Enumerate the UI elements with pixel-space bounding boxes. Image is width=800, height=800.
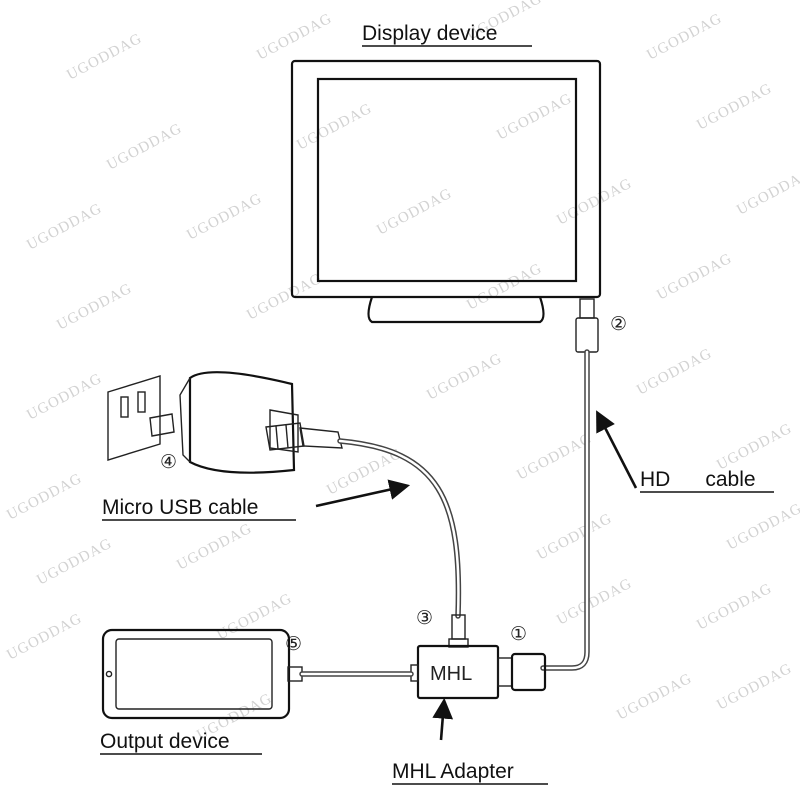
watermark-text: UGODDAG <box>64 31 145 84</box>
mhl-adapter-body: MHL <box>410 644 547 700</box>
marker-4: ④ <box>160 451 177 473</box>
watermark-text: UGODDAG <box>554 576 635 629</box>
hd-cable-top-connector <box>575 298 599 353</box>
watermark-text: UGODDAG <box>724 501 800 554</box>
watermark-text: UGODDAG <box>644 11 725 64</box>
watermark-text: UGODDAG <box>24 371 105 424</box>
watermark-text: UGODDAG <box>104 121 185 174</box>
adapter-text: MHL <box>430 663 472 685</box>
watermark-text: UGODDAG <box>494 91 575 144</box>
power-adapter <box>149 371 299 474</box>
watermark-text: UGODDAG <box>714 661 795 714</box>
watermark-text: UGODDAG <box>514 431 595 484</box>
watermark-text: UGODDAG <box>554 176 635 229</box>
watermark-text: UGODDAG <box>54 281 135 334</box>
watermark-text: UGODDAG <box>184 191 265 244</box>
micro-usb-arrow <box>315 479 411 508</box>
watermark-text: UGODDAG <box>424 351 505 404</box>
mhl-adapter-label: MHL Adapter <box>392 760 514 783</box>
watermark-text: UGODDAG <box>464 261 545 314</box>
watermark-text: UGODDAG <box>714 421 795 474</box>
output-device <box>101 628 291 720</box>
micro-usb-cable-label: Micro USB cable <box>102 496 258 519</box>
output-device-label: Output device <box>100 730 230 753</box>
watermark-text: UGODDAG <box>694 81 775 134</box>
mhl-adapter-arrow <box>432 697 454 741</box>
display-device <box>290 59 602 324</box>
watermark-text: UGODDAG <box>34 536 115 589</box>
watermark-text: UGODDAG <box>214 591 295 644</box>
watermark-text: UGODDAG <box>734 166 800 219</box>
hd-cable-arrow <box>596 410 638 489</box>
hd-cable-label: HD cable <box>640 468 756 491</box>
watermark-text: UGODDAG <box>654 251 735 304</box>
phone-cable <box>287 666 414 682</box>
micro-usb-plug <box>265 422 343 451</box>
display-device-label: Display device <box>362 22 497 45</box>
watermark-text: UGODDAG <box>254 11 335 64</box>
watermark-text: UGODDAG <box>294 101 375 154</box>
marker-2: ② <box>610 313 627 335</box>
monitor-bezel <box>290 59 602 299</box>
marker-5: ⑤ <box>285 633 302 655</box>
watermark-text: UGODDAG <box>4 611 85 664</box>
watermark-text: UGODDAG <box>174 521 255 574</box>
watermark-text: UGODDAG <box>4 471 85 524</box>
watermark-text: UGODDAG <box>24 201 105 254</box>
watermark-text: UGODDAG <box>634 346 715 399</box>
hd-cable <box>540 349 590 671</box>
marker-1: ① <box>510 623 527 645</box>
watermark-text: UGODDAG <box>374 186 455 239</box>
watermark-text: UGODDAG <box>694 581 775 634</box>
monitor-stand <box>367 296 545 324</box>
marker-3: ③ <box>416 607 433 629</box>
monitor-screen <box>316 77 578 283</box>
wall-socket <box>107 375 161 461</box>
micro-usb-cable <box>337 438 469 648</box>
watermark-text: UGODDAG <box>614 671 695 724</box>
watermark-text: UGODDAG <box>534 511 615 564</box>
